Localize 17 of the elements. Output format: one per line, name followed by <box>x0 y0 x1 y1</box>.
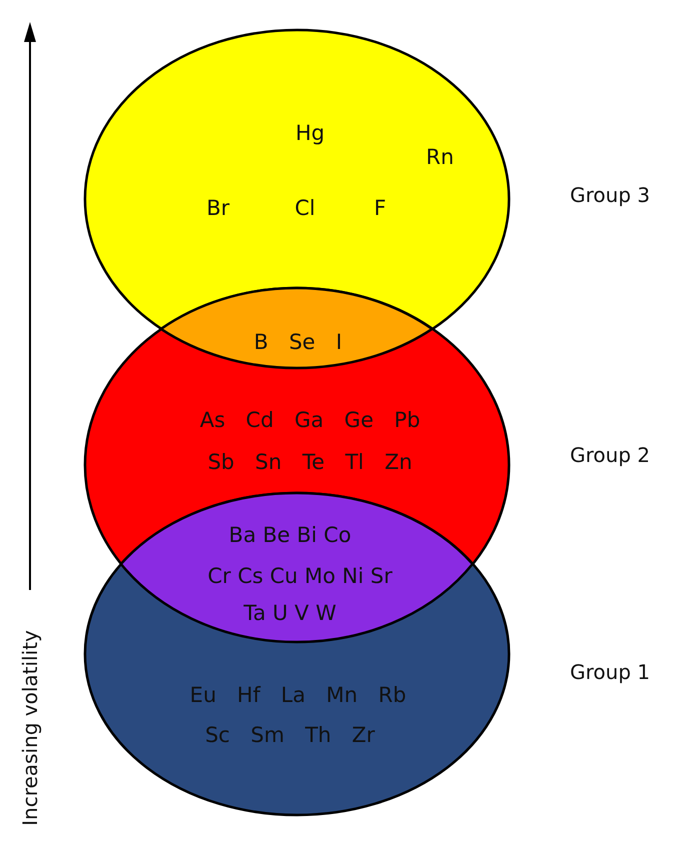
element-symbols: F <box>374 196 386 220</box>
group-label: Group 1 <box>570 660 650 684</box>
element-symbols: Hg <box>295 121 325 145</box>
element-symbols: Br <box>206 196 230 220</box>
element-symbols: Cl <box>294 196 316 220</box>
group-label: Group 3 <box>570 183 650 207</box>
axis-label: Increasing volatility <box>18 630 42 826</box>
element-symbols: Sb Sn Te Tl Zn <box>208 450 412 474</box>
element-symbols: Cr Cs Cu Mo Ni Sr <box>208 564 392 588</box>
element-symbols: Ba Be Bi Co <box>228 523 352 547</box>
group-label: Group 2 <box>570 443 650 467</box>
element-symbols: As Cd Ga Ge Pb <box>200 408 420 432</box>
element-symbols: Sc Sm Th Zr <box>205 723 375 747</box>
element-symbols: Rn <box>426 145 454 169</box>
element-symbols: Ta U V W <box>244 601 336 625</box>
element-symbols: Eu Hf La Mn Rb <box>190 683 406 707</box>
element-symbols: B Se I <box>254 330 342 354</box>
